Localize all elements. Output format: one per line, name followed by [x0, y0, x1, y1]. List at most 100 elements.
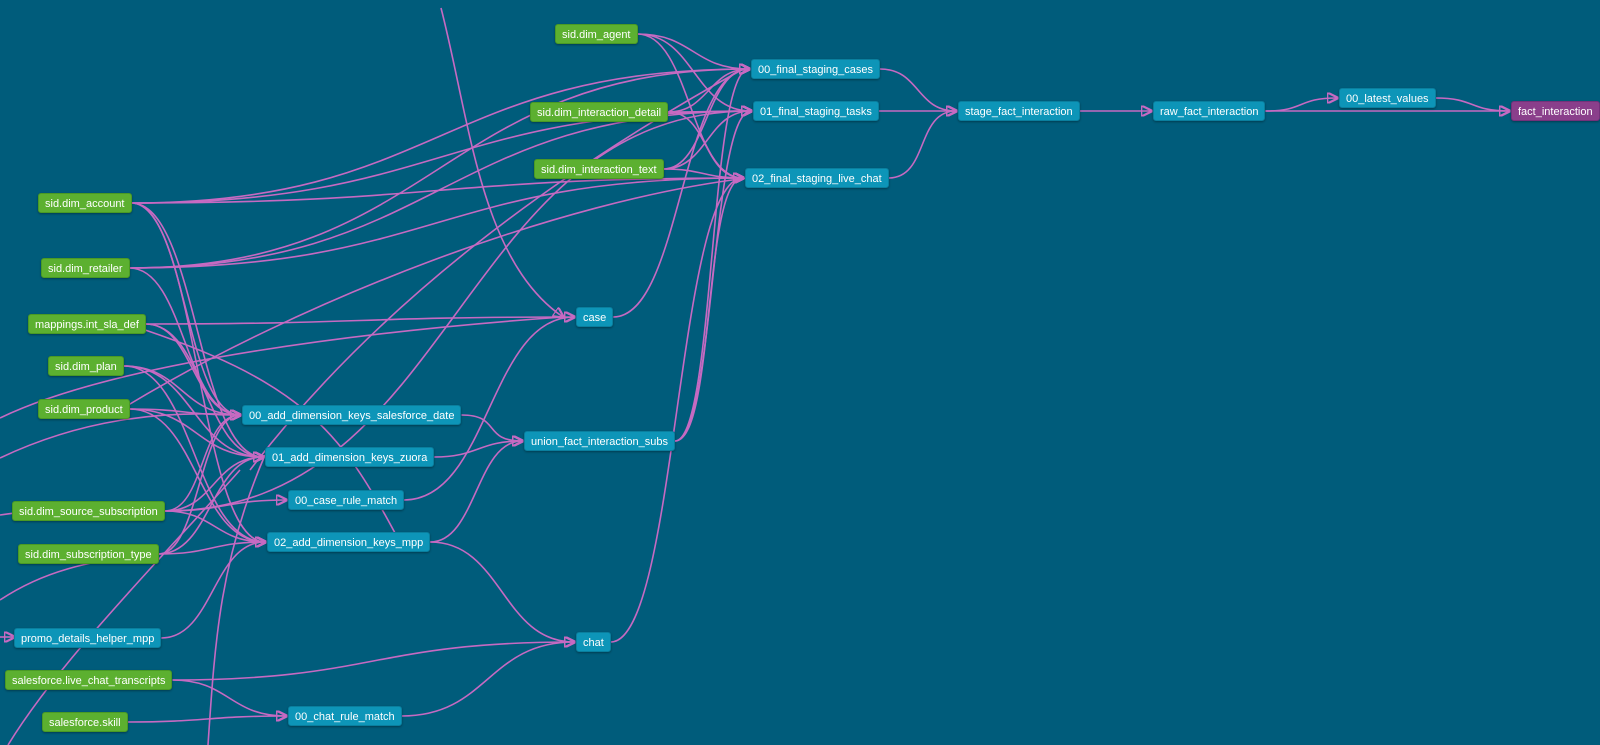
node-raw-fact-interaction[interactable]: raw_fact_interaction [1153, 101, 1266, 121]
node-chat[interactable]: chat [576, 632, 611, 652]
node-label: case [583, 312, 607, 324]
lineage-edge [461, 414, 522, 441]
node-fact-interaction[interactable]: fact_interaction [1511, 101, 1600, 121]
node-label: sid.dim_plan [55, 361, 117, 373]
node-label: salesforce.skill [49, 717, 121, 729]
lineage-edge [158, 415, 240, 555]
lineage-edge [888, 111, 956, 179]
node-label: sid.dim_product [45, 404, 123, 416]
lineage-edge [129, 178, 743, 269]
node-sid-dim-agent[interactable]: sid.dim_agent [555, 24, 638, 44]
lineage-edge [172, 642, 574, 681]
edge-layer [123, 33, 1509, 723]
node-label: 02_final_staging_live_chat [752, 173, 882, 185]
node-00-add-dimension-keys-salesforce-date[interactable]: 00_add_dimension_keys_salesforce_date [242, 405, 462, 425]
node-label: 00_add_dimension_keys_salesforce_date [249, 410, 455, 422]
lineage-edge [674, 178, 743, 442]
node-salesforce-live-chat-transcripts[interactable]: salesforce.live_chat_transcripts [5, 670, 173, 690]
node-label: 00_final_staging_cases [758, 64, 873, 76]
node-sid-dim-product[interactable]: sid.dim_product [38, 399, 130, 419]
node-02-add-dimension-keys-mpp[interactable]: 02_add_dimension_keys_mpp [267, 532, 431, 552]
node-01-add-dimension-keys-zuora[interactable]: 01_add_dimension_keys_zuora [265, 447, 435, 467]
lineage-edge [401, 642, 574, 717]
node-label: 01_final_staging_tasks [760, 106, 872, 118]
lineage-edge [129, 69, 749, 269]
node-label: sid.dim_retailer [48, 263, 123, 275]
node-promo-details-helper-mpp[interactable]: promo_details_helper_mpp [14, 628, 162, 648]
node-union-fact-interaction-subs[interactable]: union_fact_interaction_subs [524, 431, 675, 451]
node-00-latest-values[interactable]: 00_latest_values [1339, 88, 1436, 108]
node-label: raw_fact_interaction [1160, 106, 1259, 118]
lineage-edge [131, 69, 750, 204]
lineage-edge [1265, 98, 1337, 112]
offscreen-edge [0, 316, 564, 419]
node-sid-dim-plan[interactable]: sid.dim_plan [48, 356, 124, 376]
lineage-edge [123, 365, 265, 542]
node-00-final-staging-cases[interactable]: 00_final_staging_cases [751, 59, 880, 79]
node-01-final-staging-tasks[interactable]: 01_final_staging_tasks [753, 101, 879, 121]
lineage-edge [123, 365, 263, 457]
lineage-edge [1435, 97, 1509, 111]
node-stage-fact-interaction[interactable]: stage_fact_interaction [958, 101, 1080, 121]
node-label: sid.dim_interaction_text [541, 164, 657, 176]
node-label: fact_interaction [1518, 106, 1593, 118]
node-sid-dim-interaction-detail[interactable]: sid.dim_interaction_detail [530, 102, 669, 122]
lineage-edge [434, 441, 522, 458]
lineage-edge [404, 317, 574, 501]
node-label: 00_latest_values [1346, 93, 1429, 105]
node-label: 00_chat_rule_match [295, 711, 395, 723]
lineage-edge [158, 542, 265, 555]
node-sid-dim-subscription-type[interactable]: sid.dim_subscription_type [18, 544, 159, 564]
node-label: promo_details_helper_mpp [21, 633, 155, 645]
node-label: chat [583, 637, 604, 649]
node-case[interactable]: case [576, 307, 614, 327]
node-label: 01_add_dimension_keys_zuora [272, 452, 428, 464]
lineage-edge [610, 178, 743, 643]
node-label: salesforce.live_chat_transcripts [12, 675, 166, 687]
lineage-edge [129, 111, 751, 269]
node-label: 02_add_dimension_keys_mpp [274, 537, 424, 549]
lineage-edge [663, 111, 751, 170]
offscreen-edge [0, 413, 241, 459]
lineage-edge [613, 69, 749, 318]
node-sid-dim-account[interactable]: sid.dim_account [38, 193, 132, 213]
node-label: sid.dim_subscription_type [25, 549, 152, 561]
lineage-edge [145, 317, 574, 325]
lineage-edge [131, 202, 264, 457]
lineage-edge [145, 323, 263, 457]
node-label: stage_fact_interaction [965, 106, 1073, 118]
lineage-edge [158, 457, 263, 555]
node-02-final-staging-live-chat[interactable]: 02_final_staging_live_chat [745, 168, 889, 188]
lineage-edge [668, 69, 749, 113]
lineage-edge [430, 541, 574, 642]
node-label: sid.dim_source_subscription [19, 506, 158, 518]
lineage-edge [131, 202, 266, 542]
node-salesforce-skill[interactable]: salesforce.skill [42, 712, 128, 732]
lineage-edge [127, 716, 286, 723]
lineage-edge [164, 457, 263, 512]
node-sid-dim-source-subscription[interactable]: sid.dim_source_subscription [12, 501, 165, 521]
lineage-edge [164, 415, 240, 512]
lineage-edge [637, 33, 752, 111]
node-label: union_fact_interaction_subs [531, 436, 668, 448]
node-00-chat-rule-match[interactable]: 00_chat_rule_match [288, 706, 402, 726]
lineage-edge [164, 510, 265, 542]
node-label: mappings.int_sla_def [35, 319, 139, 331]
lineage-edge [164, 111, 751, 512]
lineage-edge [879, 68, 956, 111]
lineage-edge [129, 408, 263, 457]
node-label: sid.dim_interaction_detail [537, 107, 662, 119]
offscreen-edge [207, 454, 266, 745]
node-label: sid.dim_agent [562, 29, 631, 41]
offscreen-edge [7, 469, 241, 745]
offscreen-edge [119, 177, 749, 411]
lineage-edge [637, 33, 750, 69]
node-sid-dim-interaction-text[interactable]: sid.dim_interaction_text [534, 159, 664, 179]
lineage-edge [663, 168, 743, 178]
lineage-edge [430, 441, 522, 543]
lineage-edge [161, 542, 265, 639]
node-00-case-rule-match[interactable]: 00_case_rule_match [288, 490, 405, 510]
node-sid-dim-retailer[interactable]: sid.dim_retailer [41, 258, 130, 278]
node-mappings-int-sla-def[interactable]: mappings.int_sla_def [28, 314, 146, 334]
